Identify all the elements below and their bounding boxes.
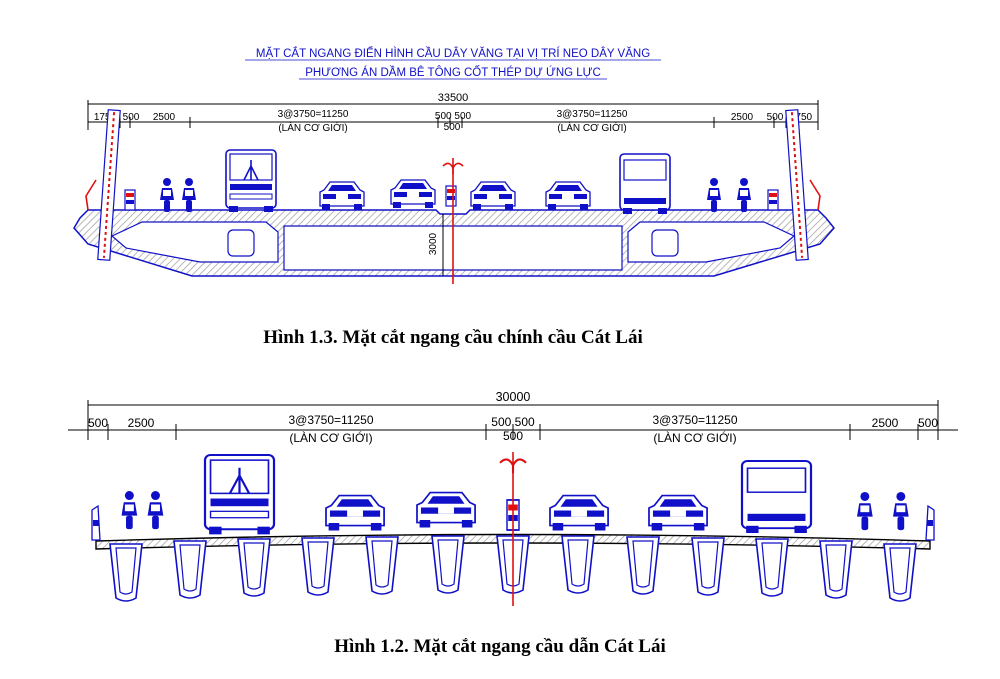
fig2-dim-lanes-right: 3@3750=11250 bbox=[652, 413, 737, 427]
fig2-total-width: 30000 bbox=[496, 390, 531, 404]
fig1-motorcyclist-2 bbox=[182, 178, 196, 212]
fig1-height-dim: 3000 bbox=[428, 232, 439, 255]
fig2-dimension-line bbox=[68, 400, 958, 440]
fig1-dim-lanes-left: 3@3750=11250 bbox=[278, 109, 349, 120]
fig1-box-girder bbox=[73, 209, 835, 277]
fig2-motorcyclist-2 bbox=[147, 491, 164, 530]
fig1-dim-center-pair: 500 500 bbox=[435, 111, 472, 122]
fig1-car-1 bbox=[319, 181, 365, 211]
fig1-motorcyclist-3 bbox=[707, 178, 721, 212]
fig1-dim-lanes-left-note: (LÀN CƠ GIỚI) bbox=[278, 121, 347, 134]
fig2-dim-center: 500 bbox=[503, 429, 523, 443]
fig2-bus-right bbox=[740, 459, 813, 535]
fig2-dim-center-pair: 500 500 bbox=[491, 415, 535, 429]
fig2-motorcyclist-4 bbox=[893, 492, 909, 531]
fig1-heading-line2: PHƯƠNG ÁN DẦM BÊ TÔNG CỐT THÉP DỰ ỨNG LỰ… bbox=[305, 65, 601, 79]
fig2-car-4 bbox=[648, 494, 708, 532]
fig2-dim-lanes-left-note: (LÀN CƠ GIỚI) bbox=[289, 430, 372, 445]
fig1-stay-cable-right bbox=[785, 109, 821, 261]
fig2-railing-left bbox=[91, 504, 101, 541]
fig1-bus-left bbox=[225, 149, 277, 213]
fig2-dim-500-right: 500 bbox=[918, 416, 938, 430]
fig2-caption: Hình 1.2. Mặt cắt ngang cầu dẫn Cát Lái bbox=[334, 636, 665, 657]
fig1-barrier-left bbox=[124, 189, 136, 211]
fig2-girder-11 bbox=[755, 538, 789, 597]
fig2-girder-12 bbox=[819, 540, 853, 599]
fig1-dim-1750-right: 1750 bbox=[790, 112, 813, 123]
fig1-dim-lanes-right-note: (LÀN CƠ GIỚI) bbox=[557, 121, 626, 134]
fig2-girder-5 bbox=[365, 536, 399, 595]
fig1-dimension-line bbox=[87, 100, 819, 130]
fig1-motorcyclist-1 bbox=[160, 178, 174, 212]
fig1-dim-1750-left: 1750 bbox=[94, 112, 117, 123]
figure-approach-bridge-section: 30000 500 2500 3@3750=11250 (LÀN CƠ GIỚI… bbox=[68, 390, 958, 657]
fig1-stay-cable-left bbox=[85, 109, 121, 261]
fig2-dim-2500-right: 2500 bbox=[872, 416, 899, 430]
fig2-dim-2500-left: 2500 bbox=[128, 416, 155, 430]
fig1-dim-lanes-right: 3@3750=11250 bbox=[557, 109, 628, 120]
fig2-girder-4 bbox=[301, 537, 335, 596]
fig2-girder-1 bbox=[109, 543, 143, 602]
fig2-girder-6 bbox=[431, 535, 465, 594]
fig2-girder-10 bbox=[691, 537, 725, 596]
figure-main-bridge-section: MẶT CẮT NGANG ĐIỂN HÌNH CẦU DÂY VĂNG TẠI… bbox=[73, 47, 835, 348]
fig2-car-3 bbox=[549, 494, 609, 532]
fig1-car-4 bbox=[545, 181, 591, 211]
fig1-motorcyclist-4 bbox=[737, 178, 751, 212]
fig2-girder-3 bbox=[237, 538, 271, 597]
fig2-girder-13 bbox=[883, 543, 917, 602]
fig1-bus-right bbox=[619, 153, 671, 215]
fig1-barrier-median bbox=[445, 185, 457, 207]
fig2-dim-lanes-right-note: (LÀN CƠ GIỚI) bbox=[653, 430, 736, 445]
fig1-dim-500-right: 500 bbox=[767, 112, 784, 123]
fig2-girder-2 bbox=[173, 540, 207, 599]
fig2-railing-right bbox=[925, 504, 935, 541]
fig2-motorcyclist-3 bbox=[857, 492, 873, 531]
fig1-caption: Hình 1.3. Mặt cắt ngang cầu chính cầu Cá… bbox=[263, 327, 643, 348]
fig2-car-1 bbox=[325, 494, 385, 532]
fig1-car-2 bbox=[390, 179, 436, 209]
fig2-dim-500-left: 500 bbox=[88, 416, 108, 430]
fig1-barrier-right bbox=[767, 189, 779, 211]
fig1-dim-500-left: 500 bbox=[123, 112, 140, 123]
fig1-car-3 bbox=[470, 181, 516, 211]
fig2-motorcyclist-1 bbox=[121, 491, 138, 530]
fig2-bus-left bbox=[203, 453, 276, 536]
fig1-dim-2500-right: 2500 bbox=[731, 112, 754, 123]
fig2-car-2 bbox=[416, 491, 476, 529]
fig2-dim-lanes-left: 3@3750=11250 bbox=[288, 413, 373, 427]
fig1-total-width: 33500 bbox=[438, 92, 469, 104]
fig2-girder-8 bbox=[561, 535, 595, 594]
fig1-heading-line1: MẶT CẮT NGANG ĐIỂN HÌNH CẦU DÂY VĂNG TẠI… bbox=[256, 47, 650, 60]
fig1-dim-2500-left: 2500 bbox=[153, 112, 176, 123]
fig2-girder-9 bbox=[626, 536, 660, 595]
fig1-dim-center: 500 bbox=[444, 122, 461, 133]
